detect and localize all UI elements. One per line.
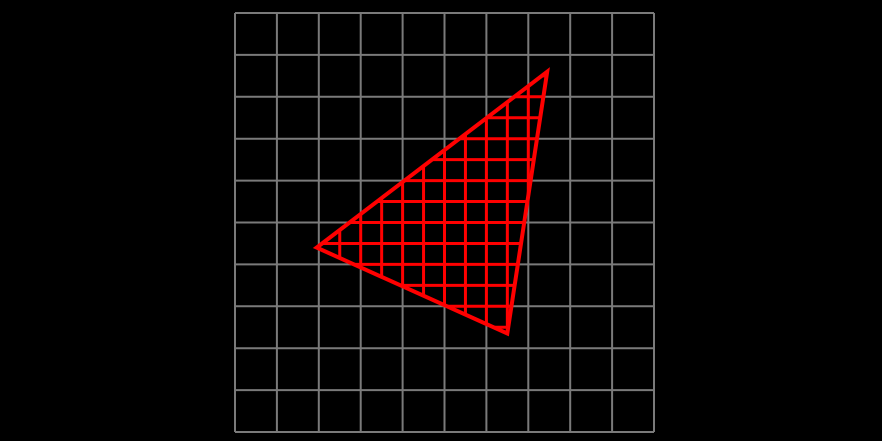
red-triangle [312,67,550,337]
